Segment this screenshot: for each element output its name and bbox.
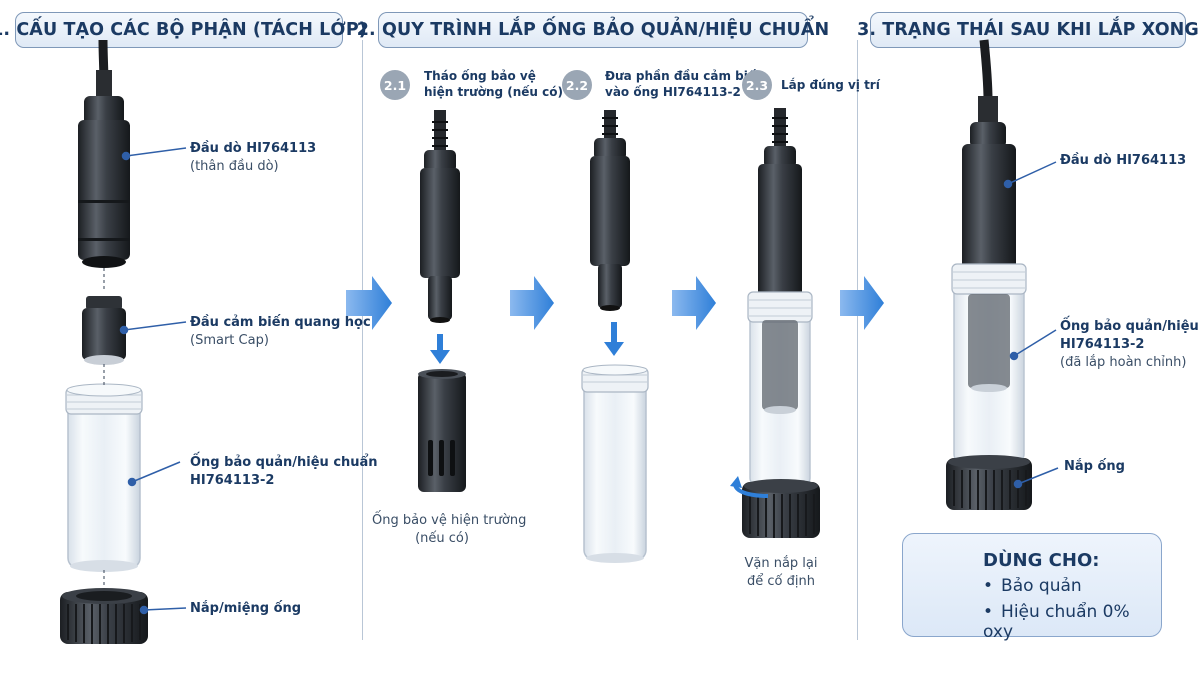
tube-assembled: [951, 263, 1027, 465]
label-result-tube-line1: Ống bảo quản/hiệu chuẩn: [1060, 319, 1200, 334]
usage-item: Bảo quản: [983, 576, 1082, 596]
assembly-step-2-3: [742, 108, 820, 538]
caption-field-guard: Ống bảo vệ hiện trường (nếu có): [372, 512, 527, 548]
step-text-2-2: Đưa phần đầu cảm biến vào ống HI764113-2: [605, 68, 765, 100]
label-storage-tube-name: Ống bảo quản/hiệu chuẩn: [190, 455, 378, 470]
label-probe-body-name: Đầu dò HI764113: [190, 141, 317, 156]
label-result-tube-line2: HI764113-2: [1060, 337, 1145, 352]
smart-cap: [82, 296, 126, 365]
down-arrow-icon: [430, 334, 450, 364]
rotate-arrow-icon: [730, 476, 769, 498]
label-storage-tube-code: HI764113-2: [190, 473, 275, 488]
flow-arrow-icon: [510, 276, 554, 330]
cap-assembled: [946, 455, 1032, 510]
down-arrow-icon: [604, 322, 624, 356]
step-2-1-line1: Tháo ống bảo vệ: [424, 69, 536, 83]
storage-tube-exploded: [65, 383, 143, 572]
usage-title: DÙNG CHO:: [983, 550, 1100, 571]
caption-screw-line2: để cố định: [747, 574, 815, 589]
label-smart-cap-note: (Smart Cap): [190, 333, 269, 348]
probe-body-exploded: [78, 39, 130, 268]
step-2-2-line1: Đưa phần đầu cảm biến: [605, 69, 765, 83]
storage-tube-step-2-2: [581, 364, 649, 563]
label-result-tube-line3: (đã lắp hoàn chỉnh): [1060, 355, 1187, 370]
field-guard: [418, 369, 466, 492]
step-badge-2-1: 2.1: [380, 70, 410, 100]
step-text-2-1: Tháo ống bảo vệ hiện trường (nếu có): [424, 68, 563, 100]
flow-arrow-icon: [346, 276, 392, 330]
caption-screw-cap: Vặn nắp lại để cố định: [726, 555, 836, 591]
section-divider: [362, 40, 363, 640]
step-text-2-3: Lắp đúng vị trí: [781, 77, 880, 93]
label-cap-name: Nắp/miệng ống: [190, 601, 302, 616]
label-result-tube: Ống bảo quản/hiệu chuẩn HI764113-2 (đã l…: [1060, 318, 1200, 372]
label-result-cap: Nắp ống: [1064, 458, 1125, 476]
section-title-result: 3. TRẠNG THÁI SAU KHI LẮP XONG: [857, 12, 1199, 48]
label-result-probe: Đầu dò HI764113: [1060, 152, 1186, 170]
caption-field-guard-line2: (nếu có): [415, 531, 469, 546]
step-2-1-line2: hiện trường (nếu có): [424, 85, 563, 99]
flow-arrow-icon: [672, 276, 716, 330]
section-divider: [857, 40, 858, 640]
usage-item: Hiệu chuẩn 0% oxy: [983, 602, 1161, 642]
label-smart-cap-name: Đầu cảm biến quang học: [190, 315, 371, 330]
label-smart-cap: Đầu cảm biến quang học (Smart Cap): [190, 314, 371, 350]
label-probe-body: Đầu dò HI764113 (thân đầu dò): [190, 140, 316, 176]
flow-arrow-icon: [840, 276, 884, 330]
label-cap: Nắp/miệng ống: [190, 600, 301, 618]
probe-step-2-2: [590, 110, 630, 311]
cap-exploded: [60, 588, 148, 644]
caption-field-guard-line1: Ống bảo vệ hiện trường: [372, 513, 527, 528]
label-result-cap-name: Nắp ống: [1064, 459, 1125, 474]
step-badge-2-3: 2.3: [742, 70, 772, 100]
step-badge-2-2: 2.2: [562, 70, 592, 100]
probe-step-2-1: [420, 110, 460, 323]
probe-assembled: [962, 39, 1016, 272]
usage-box: DÙNG CHO: Bảo quản Hiệu chuẩn 0% oxy: [902, 533, 1162, 642]
step-2-2-line2: vào ống HI764113-2: [605, 85, 741, 99]
label-storage-tube: Ống bảo quản/hiệu chuẩn HI764113-2: [190, 454, 378, 490]
step-2-3-line1: Lắp đúng vị trí: [781, 78, 880, 92]
caption-screw-line1: Vặn nắp lại: [744, 556, 818, 571]
section-title-components: 1. CẤU TẠO CÁC BỘ PHẬN (TÁCH LỚP): [0, 12, 367, 48]
label-probe-body-note: (thân đầu dò): [190, 159, 279, 174]
label-result-probe-name: Đầu dò HI764113: [1060, 153, 1187, 168]
section-title-assembly: 2. QUY TRÌNH LẮP ỐNG BẢO QUẢN/HIỆU CHUẨN: [357, 12, 829, 48]
